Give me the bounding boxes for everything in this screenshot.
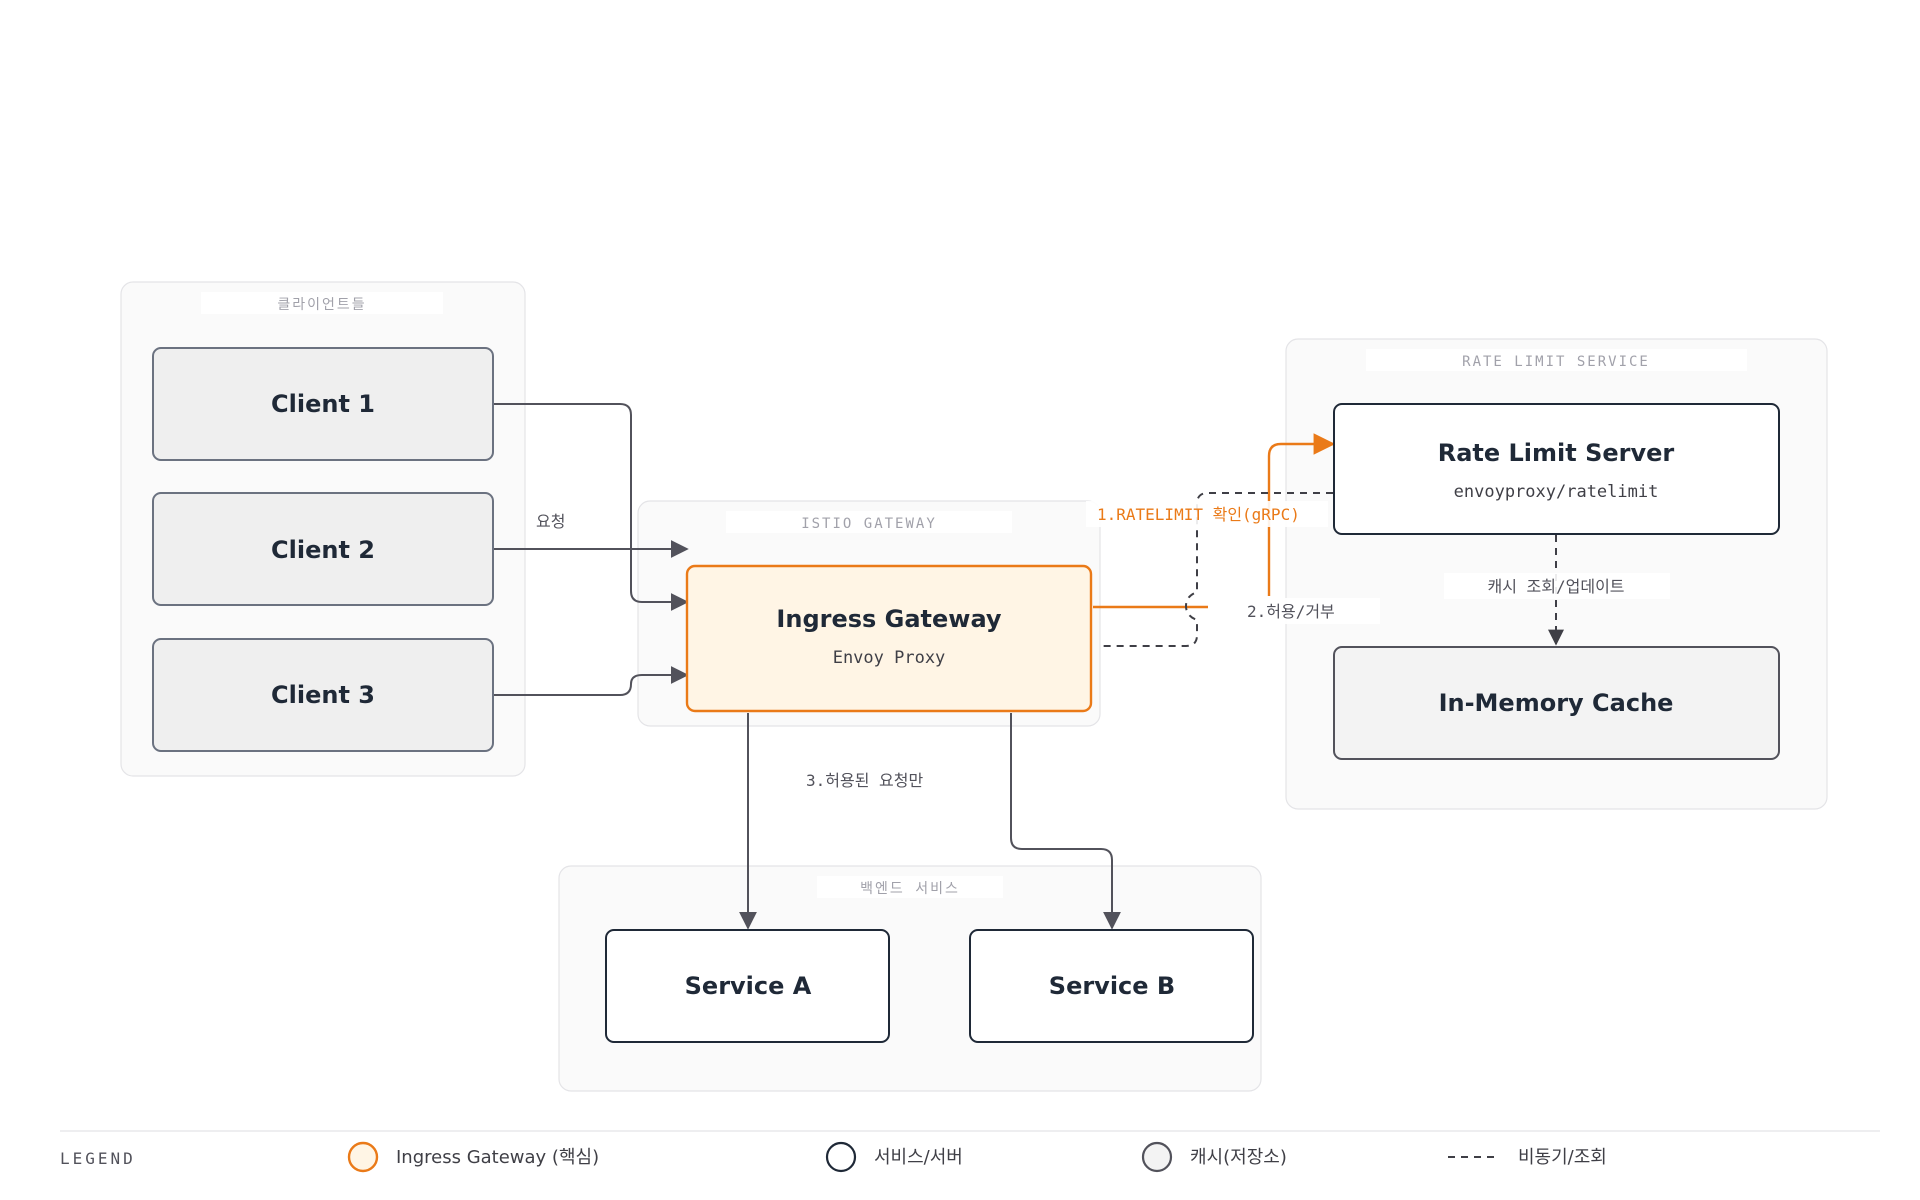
node-rate-limit-server-subtitle: envoyproxy/ratelimit [1454, 482, 1659, 502]
node-rate-limit-server-title: Rate Limit Server [1438, 439, 1675, 467]
node-client3-title: Client 3 [271, 681, 375, 709]
edge-label-allow-deny: 2.허용/거부 [1247, 602, 1335, 621]
cluster-istio-gateway-label: ISTIO GATEWAY [801, 516, 937, 532]
legend-title: LEGEND [60, 1149, 136, 1168]
legend-label-cache: 캐시(저장소) [1190, 1147, 1287, 1168]
edge-label-request: 요청 [536, 512, 565, 531]
cluster-backend-label: 백엔드 서비스 [860, 881, 960, 897]
legend-label-service: 서비스/서버 [874, 1147, 963, 1168]
edge-label-ratelimit-check: 1.RATELIMIT 확인(gRPC) [1097, 505, 1300, 524]
node-rate-limit-server[interactable]: Rate Limit Server envoyproxy/ratelimit [1333, 403, 1780, 535]
node-client2-title: Client 2 [271, 536, 375, 564]
cluster-clients-label: 클라이언트들 [277, 297, 366, 313]
edge-ratelimit-allow-deny [1100, 492, 1333, 647]
node-client3[interactable]: Client 3 [152, 638, 494, 752]
node-in-memory-cache[interactable]: In-Memory Cache [1333, 646, 1780, 760]
node-ingress-gateway-subtitle: Envoy Proxy [833, 648, 946, 668]
legend-label-async: 비동기/조회 [1518, 1147, 1607, 1168]
node-service-b[interactable]: Service B [969, 929, 1254, 1043]
edge-label-allowed-only: 3.허용된 요청만 [806, 771, 923, 790]
legend-swatch-service [825, 1141, 857, 1173]
edge-client3-ingress [494, 666, 689, 696]
edge-client1-ingress [494, 403, 689, 611]
node-service-b-title: Service B [1049, 972, 1175, 1000]
node-ingress-gateway-title: Ingress Gateway [776, 605, 1002, 633]
node-client2[interactable]: Client 2 [152, 492, 494, 606]
node-service-a-title: Service A [685, 972, 812, 1000]
cluster-rate-limit-service-label: RATE LIMIT SERVICE [1462, 354, 1650, 370]
legend-label-ingress: Ingress Gateway (핵심) [396, 1147, 599, 1168]
node-ingress-gateway[interactable]: Ingress Gateway Envoy Proxy [685, 564, 1093, 713]
legend: LEGEND Ingress Gateway (핵심) 서비스/서버 캐시(저장… [60, 1130, 1880, 1173]
node-client1-title: Client 1 [271, 390, 375, 418]
legend-swatch-cache [1141, 1141, 1173, 1173]
edge-ratelimit-check-up [1267, 433, 1336, 596]
edge-label-cache-lookup: 캐시 조회/업데이트 [1487, 577, 1624, 596]
edge-ingress-service-b [1010, 713, 1121, 930]
legend-swatch-ingress [347, 1141, 379, 1173]
node-service-a[interactable]: Service A [605, 929, 890, 1043]
node-in-memory-cache-title: In-Memory Cache [1439, 689, 1674, 717]
node-client1[interactable]: Client 1 [152, 347, 494, 461]
